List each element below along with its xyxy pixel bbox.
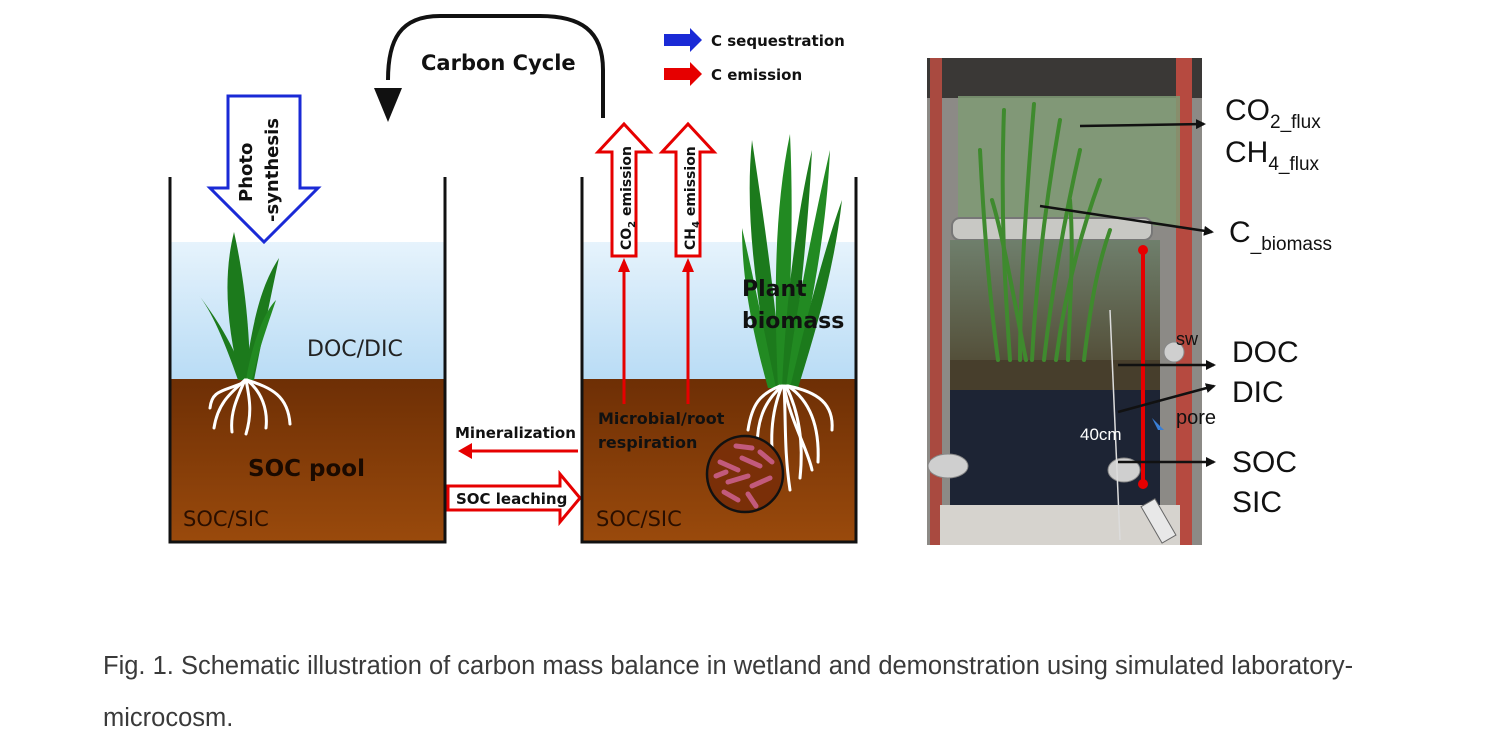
pore-label: pore — [1176, 407, 1216, 429]
biomass-pointer — [1039, 204, 1214, 236]
microbial-label-line2: respiration — [598, 433, 697, 452]
legend-emission-arrow — [664, 62, 702, 86]
mineralization-arrow-head — [458, 443, 472, 459]
dic-label: DIC — [1232, 376, 1284, 409]
photo-label-line1: Photo — [236, 143, 257, 202]
soc-sic-right-label: SOC/SIC — [596, 507, 682, 531]
left-container: Photo -synthesis DOC/DIC SOC pool SOC/SI… — [168, 94, 447, 544]
ch4-stem-head — [682, 258, 694, 272]
photo-labels: CO2_flux CH4_flux C_biomass sw DOC DIC p… — [1176, 94, 1332, 519]
carbon-cycle-label: Carbon Cycle — [421, 51, 576, 75]
right-plant — [742, 134, 842, 492]
carbon-cycle: Carbon Cycle — [374, 14, 605, 122]
co2-flux-label: CO2_flux — [1225, 94, 1321, 133]
legend-sequestration-arrow — [664, 28, 702, 52]
sic-label: SIC — [1232, 486, 1282, 519]
soc-label: SOC — [1232, 446, 1297, 479]
left-water — [170, 242, 445, 379]
doc-label: DOC — [1232, 336, 1299, 369]
exchange-arrows: Mineralization SOC leaching — [446, 424, 582, 527]
left-soil — [170, 379, 445, 542]
plant-biomass-line1: Plant — [742, 277, 807, 302]
microbial-label-line1: Microbial/root — [598, 409, 725, 428]
ch4-emission-label: CH4 emission — [683, 146, 702, 250]
sw-label: sw — [1176, 329, 1199, 349]
plant-biomass-line2: biomass — [742, 309, 844, 334]
flux-pointer — [1079, 119, 1206, 130]
figure-caption: Fig. 1. Schematic illustration of carbon… — [103, 652, 1354, 732]
soc-leaching-arrow — [446, 469, 582, 527]
depth-label: 40cm — [1080, 425, 1122, 444]
legend-sequestration-label: C sequestration — [711, 32, 845, 50]
carbon-mass-balance-figure: Photo -synthesis DOC/DIC SOC pool SOC/SI… — [168, 14, 1332, 545]
microbes-icon — [705, 434, 785, 514]
soc-pool-label: SOC pool — [248, 456, 365, 482]
co2-emission-label: CO2 emission — [619, 146, 638, 250]
left-plant — [198, 232, 292, 436]
carbon-cycle-arrow-head — [374, 88, 402, 122]
dic-pointer — [1117, 383, 1216, 414]
co2-stem-head — [618, 258, 630, 272]
doc-dic-label: DOC/DIC — [307, 337, 403, 362]
right-container: CO2 emission CH4 emission — [580, 121, 858, 544]
c-biomass-label: C_biomass — [1229, 216, 1332, 255]
carbon-cycle-arrow — [386, 14, 605, 118]
ch4-emission-arrow — [658, 121, 718, 258]
mineralization-label: Mineralization — [455, 424, 576, 442]
co2-emission-arrow — [594, 121, 654, 258]
photo-label-line2: -synthesis — [262, 118, 283, 222]
photosynthesis-arrow — [206, 94, 322, 245]
ch4-flux-label: CH4_flux — [1225, 136, 1320, 175]
microcosm-photo: 40cm — [927, 58, 1216, 545]
soc-leaching-label: SOC leaching — [456, 490, 567, 508]
left-container-wall — [168, 177, 447, 544]
legend-emission-label: C emission — [711, 66, 802, 84]
legend: C sequestration C emission — [664, 28, 845, 86]
soc-sic-left-label: SOC/SIC — [183, 507, 269, 531]
right-container-wall — [580, 177, 858, 544]
